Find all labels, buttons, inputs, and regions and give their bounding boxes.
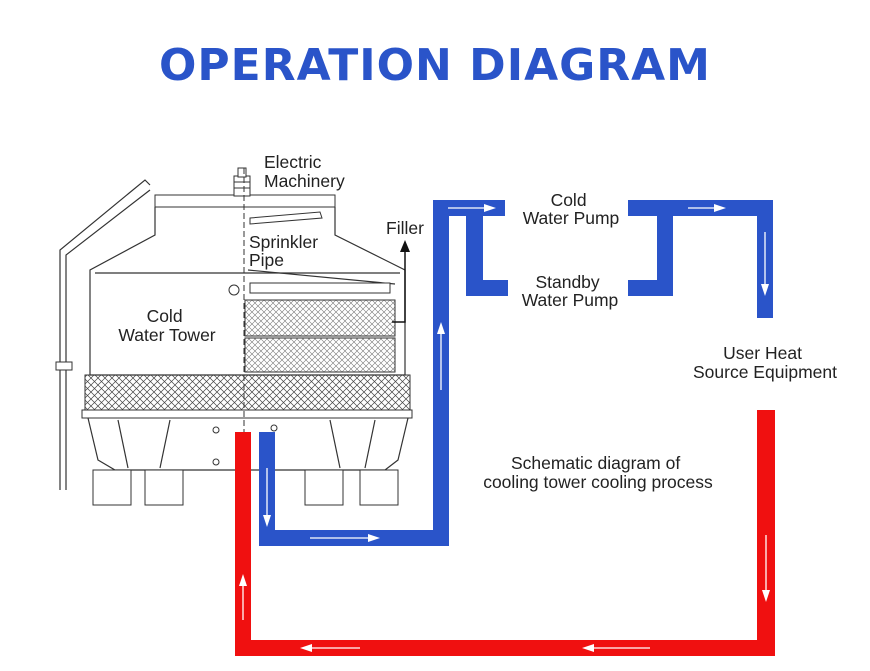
sprinkler-pipe-label: Sprinkler Pipe bbox=[249, 232, 323, 270]
user-heat-source-label: User Heat Source Equipment bbox=[693, 343, 837, 382]
standby-water-pump-label: Standby Water Pump bbox=[522, 272, 619, 310]
electric-machinery-label: Electric Machinery bbox=[264, 152, 345, 191]
page-title: OPERATION DIAGRAM bbox=[159, 40, 711, 91]
cold-water-pump-label: Cold Water Pump bbox=[523, 190, 620, 228]
flow-arrows bbox=[239, 204, 770, 652]
schematic-caption: Schematic diagram of cooling tower cooli… bbox=[483, 453, 713, 492]
hot-water-pipe bbox=[235, 410, 775, 656]
filler-label: Filler bbox=[386, 218, 424, 238]
cold-water-tower-label: Cold Water Tower bbox=[118, 306, 215, 345]
filler-pointer-arrow bbox=[392, 240, 410, 323]
cooling-tower-drawing bbox=[55, 167, 413, 506]
